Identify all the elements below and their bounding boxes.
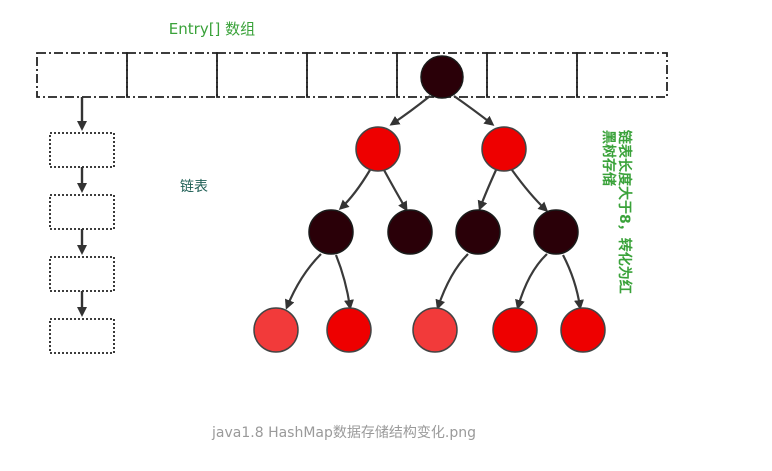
conversion-note-line2: 黑树存储 [600,130,617,186]
red-black-tree [253,55,606,353]
array-cell [36,52,128,98]
conversion-note-line1: 链表长度大于8，转化为红 [616,130,633,294]
list-node [49,318,115,354]
list-node [49,256,115,292]
list-node [49,132,115,168]
array-cell [306,52,398,98]
tree-edges [285,95,584,310]
tree-edge [511,169,549,213]
entry-array [36,52,668,98]
tree-node-red [326,307,372,353]
linked-list-label: 链表 [180,179,208,195]
linked-list [49,97,115,354]
list-node [49,194,115,230]
tree-node-red [355,126,401,172]
tree-node-red [412,307,458,353]
array-cell [486,52,578,98]
tree-edge [515,253,548,310]
array-cell [576,52,668,98]
array-cell [126,52,218,98]
tree-node-red [481,126,527,172]
tree-edge [477,169,498,211]
tree-node-black [533,209,579,255]
image-caption: java1.8 HashMap数据存储结构变化.png [211,425,476,441]
tree-node-black [387,209,433,255]
tree-edge [334,254,354,310]
tree-node-black [420,55,464,99]
tree-edge [453,95,495,126]
conversion-note: 链表长度大于8，转化为红 黑树存储 [600,130,633,294]
array-cell [216,52,308,98]
tree-edge [338,169,371,211]
tree-node-black [455,209,501,255]
tree-edge [383,169,408,212]
tree-edge [285,253,322,310]
tree-edge [435,253,469,310]
tree-node-red [253,307,299,353]
tree-edge [562,254,584,310]
tree-node-red [560,307,606,353]
tree-node-black [308,209,354,255]
tree-node-red [492,307,538,353]
tree-edge [389,95,431,126]
array-title: Entry[] 数组 [169,20,255,38]
